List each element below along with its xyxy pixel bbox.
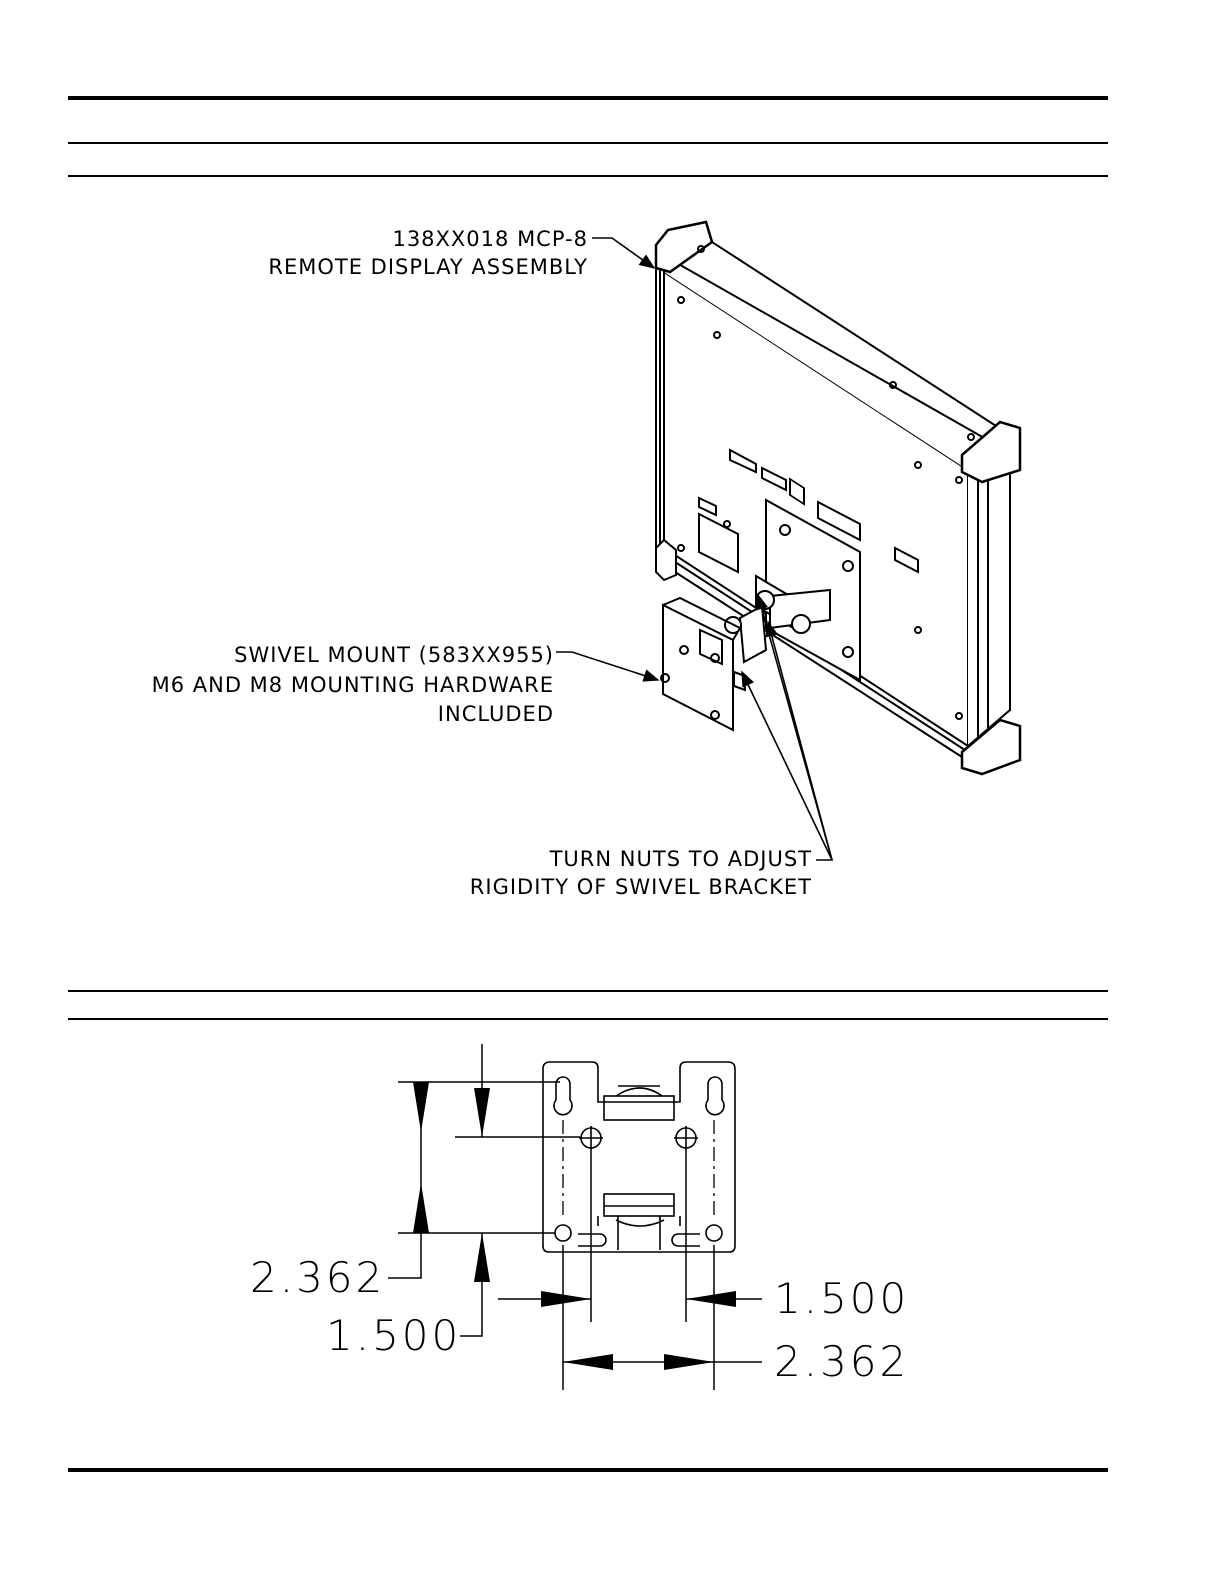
dimension-left-inner: 1.500 bbox=[326, 1313, 461, 1359]
dimension-left-outer: 2.362 bbox=[250, 1255, 385, 1301]
dimension-right-inner: 1.500 bbox=[774, 1276, 909, 1322]
dimension-bottom-outer: 2.362 bbox=[774, 1339, 909, 1385]
